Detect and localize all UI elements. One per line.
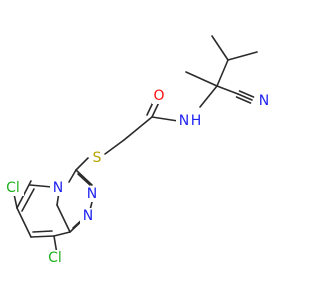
molecule-canvas: O N H N S N N N Cl Cl xyxy=(2,35,272,266)
bond xyxy=(30,235,55,238)
oxygen-atom: O xyxy=(153,88,164,104)
bond xyxy=(56,204,71,233)
ring-nitrogen-atom: N xyxy=(53,180,63,196)
bond xyxy=(21,188,35,212)
bond xyxy=(227,51,258,61)
amide-nitrogen-atom: N xyxy=(179,113,189,129)
bond xyxy=(13,193,18,209)
bond xyxy=(29,184,53,188)
bond xyxy=(211,35,229,61)
bond xyxy=(16,207,32,238)
bond xyxy=(185,71,218,87)
nitrile-nitrogen-atom: N xyxy=(259,93,269,109)
bond xyxy=(216,59,229,87)
triazole-nitrogen-atom: N xyxy=(87,186,97,202)
chlorine-atom: Cl xyxy=(6,180,20,196)
bond xyxy=(235,96,252,104)
bond xyxy=(32,230,53,233)
bond xyxy=(151,116,179,122)
triazole-nitrogen-atom: N xyxy=(83,208,93,224)
bond xyxy=(75,157,89,171)
bonds xyxy=(13,35,258,255)
atom-labels: O N H N S N N N Cl Cl xyxy=(2,88,272,266)
bond xyxy=(123,116,153,141)
sulfur-atom: S xyxy=(93,150,102,166)
amide-hydrogen-atom: H xyxy=(191,113,202,129)
bond xyxy=(75,169,93,186)
bond xyxy=(216,85,239,95)
bond xyxy=(53,231,71,237)
bond xyxy=(238,90,255,98)
bond xyxy=(237,93,253,101)
bond xyxy=(68,169,77,183)
bond xyxy=(104,139,125,155)
bond xyxy=(77,173,91,186)
chlorine-atom: Cl xyxy=(48,250,62,266)
structure-diagram: O N H N S N N N Cl Cl xyxy=(2,35,272,266)
bond xyxy=(199,85,218,108)
